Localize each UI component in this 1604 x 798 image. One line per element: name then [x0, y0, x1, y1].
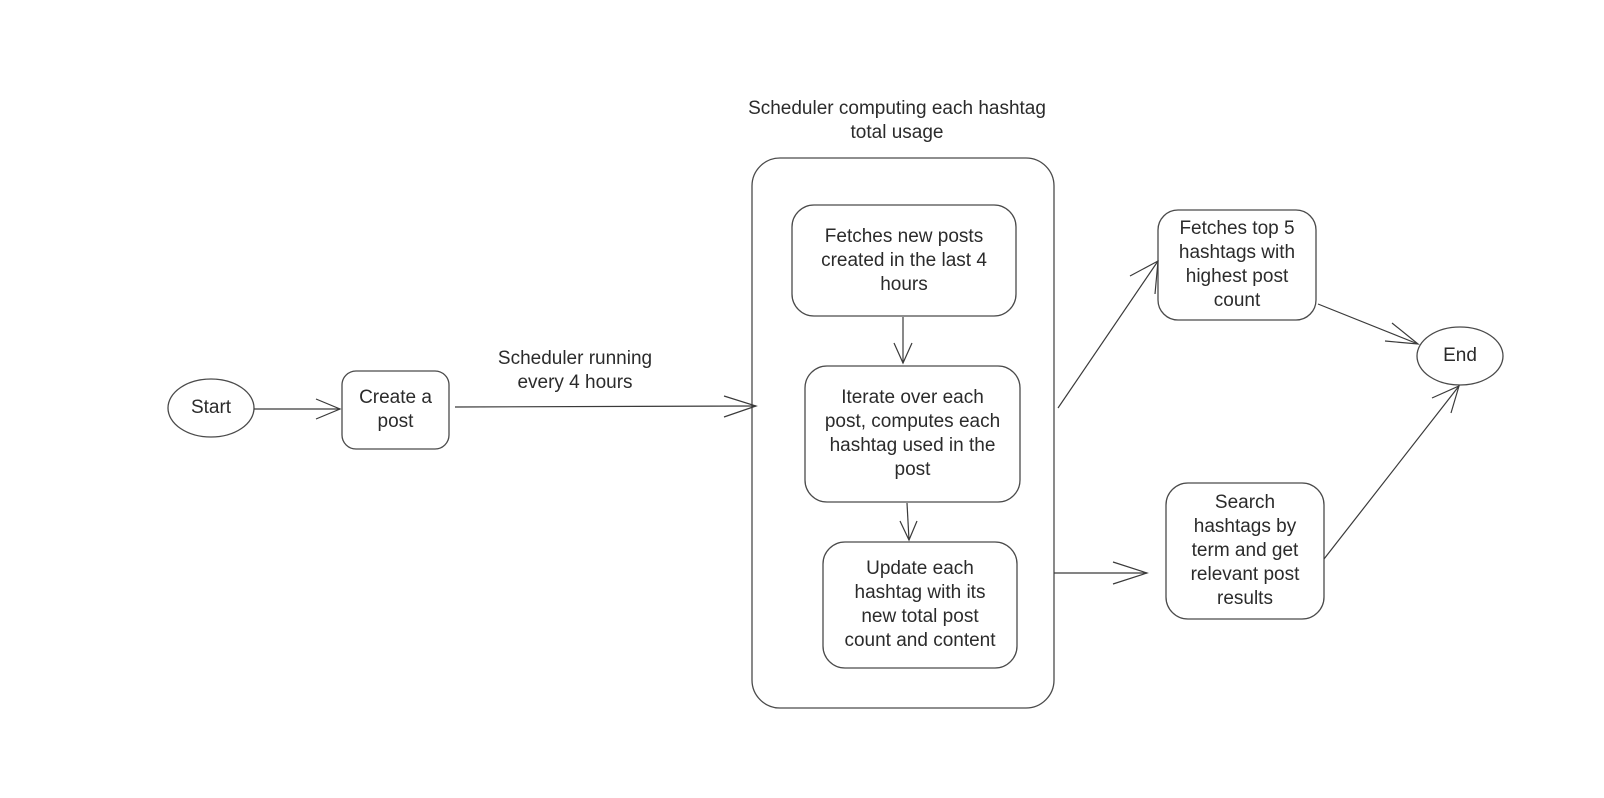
end-node-shape[interactable] — [1416, 326, 1504, 386]
start-node-label: Start — [190, 397, 232, 418]
iterate-posts-node-label: Iterate over each post, computes each ha… — [824, 387, 1001, 480]
create-post-node-label: Create a post — [359, 387, 432, 432]
update-hashtags-node-label: Update each hashtag with its new total p… — [844, 558, 996, 651]
start-node-shape[interactable] — [167, 378, 255, 438]
search-hashtags-node-label: Search hashtags by term and get relevant… — [1190, 492, 1300, 609]
edge-start-to-create-post — [254, 398, 342, 420]
edge-search-to-end — [1323, 384, 1460, 560]
create-post-node-shape[interactable] — [341, 370, 450, 450]
fetch-new-posts-node-shape[interactable] — [791, 204, 1017, 317]
scheduler-container-label: Scheduler computing each hashtag total u… — [748, 98, 1046, 143]
fetch-new-posts-node-label: Fetches new posts created in the last 4 … — [821, 225, 987, 295]
scheduler-container — [751, 157, 1055, 709]
end-node-label: End — [1443, 345, 1477, 366]
edge-fetch-top5-to-end — [1317, 303, 1420, 345]
fetch-top5-node-label: Fetches top 5 hashtags with highest post… — [1178, 218, 1296, 311]
edge-create-post-to-scheduler — [454, 395, 758, 418]
edge-scheduler-to-fetch-top5 — [1057, 259, 1159, 409]
edge-scheduler-to-search — [1054, 561, 1149, 585]
edge-fetch-to-iterate — [893, 317, 913, 365]
search-hashtags-node-shape[interactable] — [1165, 482, 1325, 620]
iterate-posts-node-shape[interactable] — [804, 365, 1021, 503]
edge-iterate-to-update — [899, 502, 918, 542]
scheduler-edge-label: Scheduler running every 4 hours — [497, 348, 653, 393]
update-hashtags-node-shape[interactable] — [822, 541, 1018, 669]
